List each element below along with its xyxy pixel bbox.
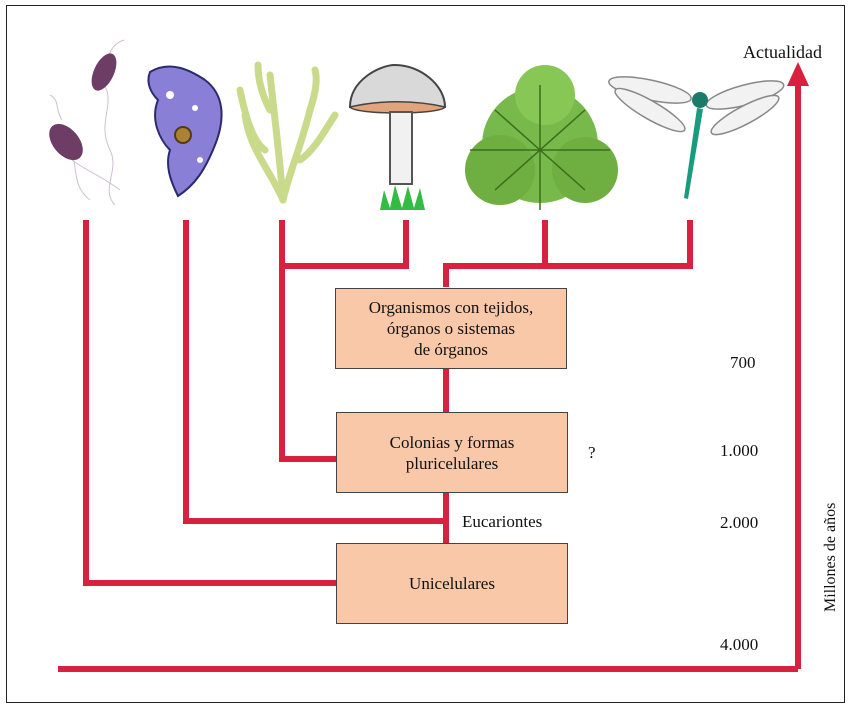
tick-4000: 4.000 (720, 635, 758, 655)
fern-icon (465, 65, 618, 210)
protist-icon (148, 67, 221, 196)
branch-plants-fungi (282, 220, 406, 266)
box-tissues-organs: Organismos con tejidos, órganos o sistem… (335, 288, 567, 369)
axis-label-millions: Millones de años (822, 503, 840, 612)
bacteria-icon (43, 40, 124, 205)
branch-bacteria (86, 220, 336, 583)
time-arrow-head (787, 62, 809, 86)
mushroom-icon (350, 65, 445, 210)
label-eukaryotes: Eucariontes (462, 512, 542, 532)
box-unicellular: Unicelulares (336, 543, 568, 624)
algae-icon (240, 65, 335, 200)
branch-algae (282, 220, 336, 459)
branch-fern-dragonfly (446, 220, 690, 287)
tick-700: 700 (730, 353, 756, 373)
label-actualidad: Actualidad (743, 42, 822, 63)
tick-2000: 2.000 (720, 513, 758, 533)
box-colonies: Colonias y formas pluricelulares (336, 412, 568, 493)
dragonfly-icon (607, 71, 786, 199)
question-mark: ? (588, 443, 596, 463)
tick-1000: 1.000 (720, 441, 758, 461)
